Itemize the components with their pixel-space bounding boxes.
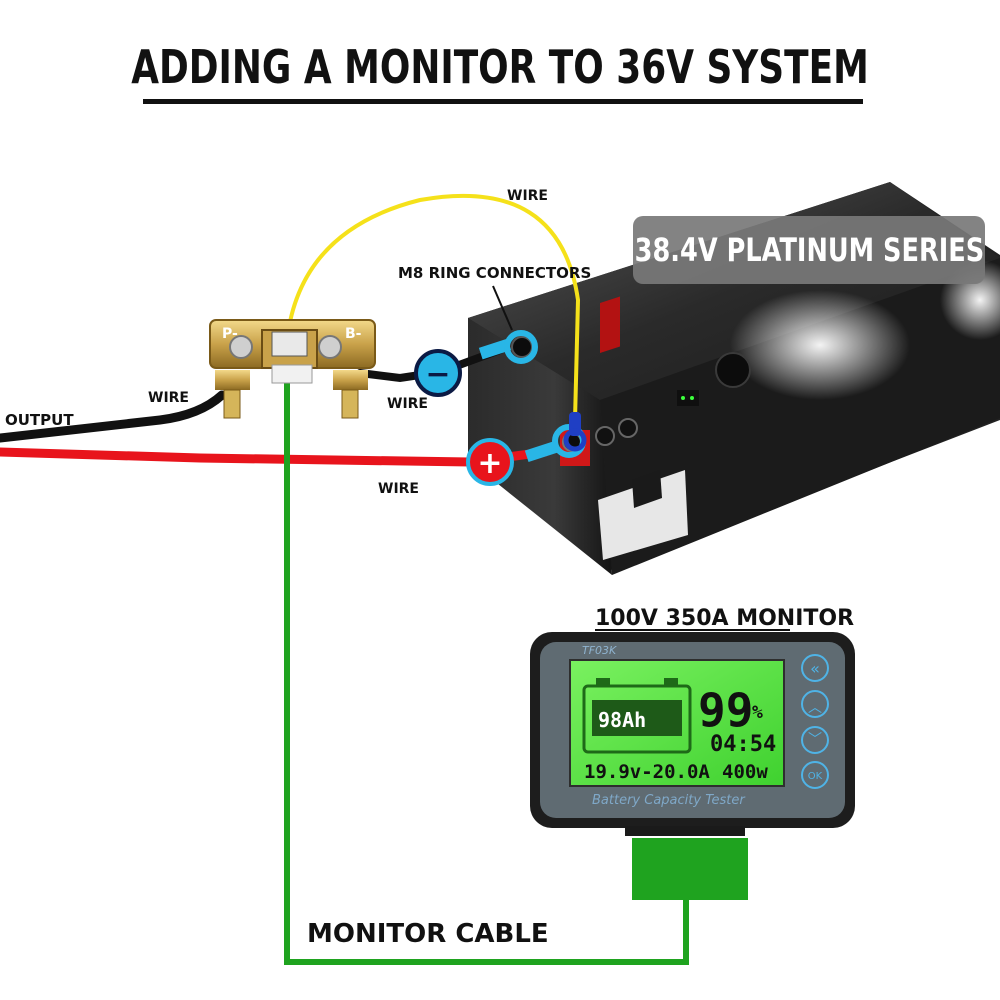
output-black-wire: [0, 390, 227, 443]
up-icon: ︿: [808, 700, 822, 716]
negative-ring-connector: [478, 330, 538, 364]
shunt: P- B-: [209, 319, 376, 419]
yellow-sense-wire: [285, 193, 581, 421]
monitor-title: 100V 350A MONITOR: [595, 606, 854, 631]
positive-symbol: +: [466, 438, 514, 486]
negative-symbol: −: [414, 349, 462, 397]
output-red-wire: [0, 447, 550, 467]
battery-highlight: [730, 290, 910, 400]
b-minus-label: B-: [345, 326, 362, 342]
series-badge: 38.4V PLATINUM SERIES: [633, 216, 985, 284]
ring-connectors-label: M8 RING CONNECTORS: [398, 264, 591, 282]
wire-label-positive: WIRE: [378, 481, 419, 497]
monitor-button-up[interactable]: ︿: [801, 690, 829, 718]
battery-logo-icon: [632, 470, 662, 508]
series-badge-text: 38.4V PLATINUM SERIES: [634, 231, 984, 269]
lcd-percent-unit: %: [752, 702, 763, 723]
wire-label-left: WIRE: [148, 390, 189, 406]
lcd-power: 400w: [722, 761, 768, 783]
yellow-ring-connector: [563, 412, 587, 452]
shunt-cable-port: [271, 364, 313, 384]
lcd-percent: 99: [698, 683, 753, 737]
p-minus-label: P-: [222, 326, 238, 342]
back-icon: «: [810, 659, 820, 678]
lcd-battery-icon: [582, 684, 692, 754]
monitor-button-ok[interactable]: OK: [801, 761, 829, 789]
battery-sticker: [598, 470, 688, 560]
b-minus-bolt-icon: [318, 335, 342, 359]
negative-symbol-text: −: [425, 357, 450, 392]
lcd-voltage-current: 19.9v-20.0A: [584, 761, 710, 783]
positive-symbol-text: +: [477, 446, 502, 481]
power-button-icon: [715, 352, 751, 388]
comm-port-icon: [618, 418, 638, 438]
monitor-button-down[interactable]: ﹀: [801, 726, 829, 754]
monitor-cable-label: MONITOR CABLE: [307, 919, 549, 949]
title-underline: [143, 99, 863, 104]
ring-connectors-pointer: [492, 285, 513, 331]
battery-monitor: TF03K 98Ah 99 % 04:54 19.9v-20.0A 400w B…: [530, 632, 855, 836]
output-label: OUTPUT: [5, 411, 74, 429]
down-icon: ﹀: [808, 732, 822, 748]
page-title: ADDING A MONITOR TO 36V SYSTEM: [131, 40, 869, 94]
shunt-sense-terminal: [271, 331, 308, 357]
wire-label-negative: WIRE: [387, 396, 428, 412]
lcd-time: 04:54: [710, 732, 776, 757]
indicator-leds-icon: [677, 390, 699, 406]
monitor-button-back[interactable]: «: [801, 654, 829, 682]
monitor-cable-connector: [632, 838, 748, 900]
ok-label: OK: [808, 771, 823, 782]
monitor-cable: [284, 380, 689, 965]
battery-negative-terminal: [511, 336, 533, 358]
wire-label-top: WIRE: [507, 188, 548, 204]
monitor-footer-text: Battery Capacity Tester: [592, 793, 746, 808]
monitor-brand: TF03K: [582, 644, 617, 657]
p-minus-bolt-icon: [229, 335, 253, 359]
sticker-warning-icon: [600, 296, 620, 354]
lcd-capacity: 98Ah: [598, 708, 646, 732]
monitor-port: [625, 826, 745, 836]
serial-port-icon: [595, 426, 615, 446]
